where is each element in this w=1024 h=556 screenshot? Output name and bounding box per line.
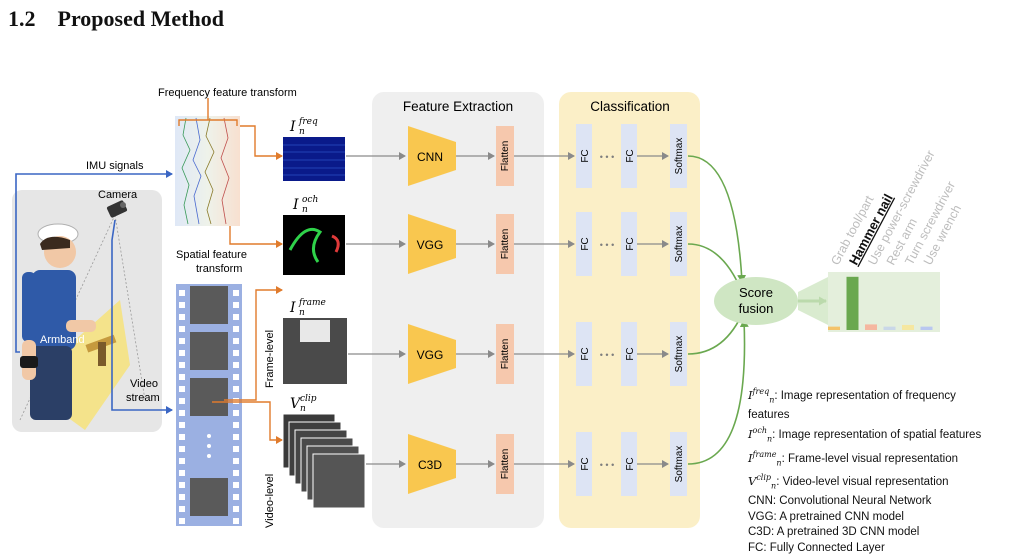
ellipsis: • • • xyxy=(600,240,614,250)
video-level-label: Video-level xyxy=(264,474,276,528)
feature-extraction-title: Feature Extraction xyxy=(403,99,513,114)
score-fusion-label-2: fusion xyxy=(739,301,774,316)
svg-text:n: n xyxy=(300,404,306,414)
legend-symbol: Ifreqn xyxy=(748,390,774,402)
result-bar xyxy=(865,324,877,330)
softmax-label: Softmax xyxy=(674,226,685,263)
clip-stack xyxy=(283,414,365,508)
frequency-transform-label: Frequency feature transform xyxy=(158,87,297,99)
rep-label-frame: I frame n xyxy=(289,298,326,318)
video-stream-label-1: Video xyxy=(130,378,158,390)
video-stream-label-2: stream xyxy=(126,392,160,404)
frame-level-label: Frame-level xyxy=(264,330,276,388)
backbone-label: VGG xyxy=(417,348,444,362)
svg-text:frame: frame xyxy=(298,298,326,308)
svg-text:n: n xyxy=(302,205,308,215)
fc-label: FC xyxy=(580,347,591,360)
armband-label: Armband xyxy=(40,334,85,346)
feature-extraction-panel xyxy=(372,92,544,528)
flatten-label: Flatten xyxy=(500,229,511,260)
camera-label: Camera xyxy=(98,189,138,201)
ellipsis: • • • xyxy=(600,460,614,470)
fc-label: FC xyxy=(580,149,591,162)
softmax-label: Softmax xyxy=(674,138,685,175)
svg-text:och: och xyxy=(302,195,318,205)
freq-to-image-line xyxy=(240,126,282,156)
svg-text:n: n xyxy=(299,127,305,137)
fc-label: FC xyxy=(580,237,591,250)
flatten-label: Flatten xyxy=(500,449,511,480)
svg-text:I: I xyxy=(292,197,299,213)
legend-item: C3D: A pretrained 3D CNN model xyxy=(748,525,981,541)
classification-title: Classification xyxy=(590,99,670,114)
fc-label: FC xyxy=(580,457,591,470)
legend-item: Ifreqn: Image representation of frequenc… xyxy=(748,384,981,408)
frame-image-detail xyxy=(300,320,330,342)
result-bar xyxy=(847,277,859,330)
backbone-label: C3D xyxy=(418,458,442,472)
result-bar xyxy=(828,327,840,330)
softmax-label: Softmax xyxy=(674,336,685,373)
result-bar xyxy=(921,327,933,330)
spatial-transform-label-2: transform xyxy=(196,263,242,275)
result-bar xyxy=(884,327,896,330)
svg-text:freq: freq xyxy=(298,117,318,127)
legend-item: CNN: Convolutional Neural Network xyxy=(748,494,981,510)
rep-label-och: I och n xyxy=(292,195,318,215)
legend-item: Vclipn: Video-level visual representatio… xyxy=(748,470,981,494)
legend-item: features xyxy=(748,408,981,424)
fc-label: FC xyxy=(625,149,636,162)
svg-text:I: I xyxy=(289,300,296,316)
fusion-result-wedge xyxy=(798,276,830,326)
flatten-label: Flatten xyxy=(500,339,511,370)
flatten-label: Flatten xyxy=(500,141,511,172)
legend-item: Iochn: Image representation of spatial f… xyxy=(748,423,981,447)
svg-text:n: n xyxy=(299,308,305,318)
fc-label: FC xyxy=(625,347,636,360)
score-fusion-label-1: Score xyxy=(739,285,773,300)
ellipsis: • • • xyxy=(600,152,614,162)
fc-label: FC xyxy=(625,457,636,470)
result-panel xyxy=(828,272,940,332)
rep-label-clip: V clip n xyxy=(290,394,317,414)
legend-symbol: Iframen xyxy=(748,453,782,465)
legend-item: VGG: A pretrained CNN model xyxy=(748,510,981,526)
ellipsis: • • • xyxy=(600,350,614,360)
rep-label-freq: I freq n xyxy=(289,117,318,137)
freq-image xyxy=(283,137,345,181)
backbone-label: CNN xyxy=(417,150,443,164)
legend-item: Iframen: Frame-level visual representati… xyxy=(748,447,981,471)
imu-signals-label: IMU signals xyxy=(86,160,144,172)
result-bar xyxy=(902,325,914,330)
spatial-transform-label-1: Spatial feature xyxy=(176,249,247,261)
legend-symbol: Vclipn xyxy=(748,476,776,488)
softmax-label: Softmax xyxy=(674,446,685,483)
fc-label: FC xyxy=(625,237,636,250)
backbone-label: VGG xyxy=(417,238,444,252)
spatial-transform-line xyxy=(230,226,282,244)
legend-symbol: Iochn xyxy=(748,429,772,441)
video-film-strip xyxy=(176,284,242,526)
svg-text:I: I xyxy=(289,119,296,135)
svg-text:clip: clip xyxy=(300,394,317,404)
legend: Ifreqn: Image representation of frequenc… xyxy=(748,384,981,556)
